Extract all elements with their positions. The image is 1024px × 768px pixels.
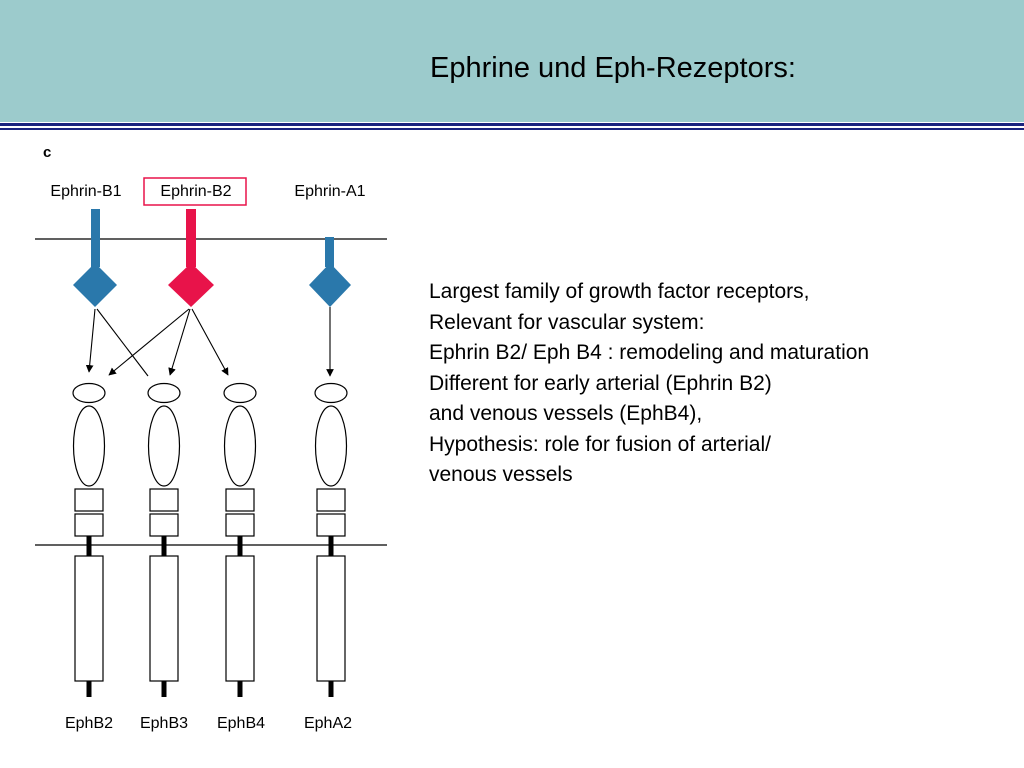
receptor-cysteine-rich-domain: [72, 405, 106, 487]
slide-title: Ephrine und Eph-Rezeptors:: [430, 52, 796, 84]
ephrin-b1-stalk: [91, 209, 100, 267]
ephrin-a1-diamond: [309, 263, 351, 307]
receptor-transmembrane-segment: [328, 536, 334, 556]
receptor-ephb4: [223, 382, 257, 697]
receptor-fibronectin-domain-2: [316, 513, 346, 537]
receptor-globular-domain: [314, 382, 348, 404]
ephrin-b2-stalk: [186, 209, 196, 267]
receptor-fibronectin-domain-2: [149, 513, 179, 537]
body-line: Different for early arterial (Ephrin B2): [429, 371, 772, 395]
receptor-label-ephb3: EphB3: [140, 715, 188, 732]
receptor-cysteine-rich-domain: [223, 405, 257, 487]
receptor-fibronectin-domain-1: [149, 488, 179, 512]
ligand-label-ephrin-b1: Ephrin-B1: [50, 183, 121, 200]
receptor-label-ephb2: EphB2: [65, 715, 113, 732]
receptor-ephb3: [147, 382, 181, 697]
receptor-epha2: [314, 382, 348, 697]
panel-letter: c: [43, 144, 51, 161]
receptor-globular-domain: [72, 382, 106, 404]
receptor-globular-domain: [147, 382, 181, 404]
binding-arrow-b2-ephb4: [191, 308, 229, 376]
receptor-transmembrane-segment: [237, 536, 243, 556]
body-text: Largest family of growth factor receptor…: [429, 277, 1009, 491]
receptor-kinase-domain: [316, 555, 346, 682]
binding-arrow-b1-ephb2: [85, 308, 96, 373]
header-band: [0, 0, 1024, 122]
body-line: Hypothesis: role for fusion of arterial/: [429, 432, 771, 456]
ephrin-b1-ligand: [73, 209, 117, 307]
binding-arrow-b1-ephb3: [96, 308, 149, 377]
ephrin-a1-ligand: [309, 237, 351, 307]
ephrin-b2-ligand: [168, 209, 214, 307]
binding-arrow-b2-ephb2: [108, 308, 190, 376]
body-line: Largest family of growth factor receptor…: [429, 280, 810, 303]
receptor-fibronectin-domain-1: [316, 488, 346, 512]
header-rule-bottom: [0, 128, 1024, 130]
receptor-kinase-domain: [225, 555, 255, 682]
ligand-highlight-box: [143, 177, 247, 206]
receptor-tail: [328, 681, 334, 697]
header-rule-top: [0, 123, 1024, 126]
receptor-tail: [161, 681, 167, 697]
receptor-fibronectin-domain-2: [74, 513, 104, 537]
receptor-kinase-domain: [149, 555, 179, 682]
receptor-cysteine-rich-domain: [314, 405, 348, 487]
receptor-fibronectin-domain-2: [225, 513, 255, 537]
ephrin-b1-diamond: [73, 263, 117, 307]
body-line: venous vessels: [429, 463, 573, 486]
ligand-label-ephrin-a1: Ephrin-A1: [294, 183, 365, 200]
body-line: and venous vessels (EphB4),: [429, 402, 703, 425]
receptor-kinase-domain: [74, 555, 104, 682]
receptor-ephb2: [72, 382, 106, 697]
receptor-fibronectin-domain-1: [225, 488, 255, 512]
receptor-transmembrane-segment: [86, 536, 92, 556]
receptor-tail: [237, 681, 243, 697]
binding-arrow-b2-ephb3: [168, 308, 191, 376]
body-line: Relevant for vascular system:: [429, 310, 705, 334]
body-line: Ephrin B2/ Eph B4 : remodeling and matur…: [429, 341, 870, 364]
receptor-fibronectin-domain-1: [74, 488, 104, 512]
receptor-label-epha2: EphA2: [304, 715, 352, 732]
ephrin-b2-diamond: [168, 263, 214, 307]
receptor-globular-domain: [223, 382, 257, 404]
ephrin-eph-diagram: c Ephrin-B1 Ephrin-B2 Ephrin-A1: [35, 144, 387, 732]
receptor-transmembrane-segment: [161, 536, 167, 556]
ligand-label-ephrin-b2: Ephrin-B2: [160, 183, 231, 200]
receptor-label-ephb4: EphB4: [217, 715, 265, 732]
receptor-cysteine-rich-domain: [147, 405, 181, 487]
ephrin-a1-stalk: [325, 237, 334, 267]
receptor-tail: [86, 681, 92, 697]
